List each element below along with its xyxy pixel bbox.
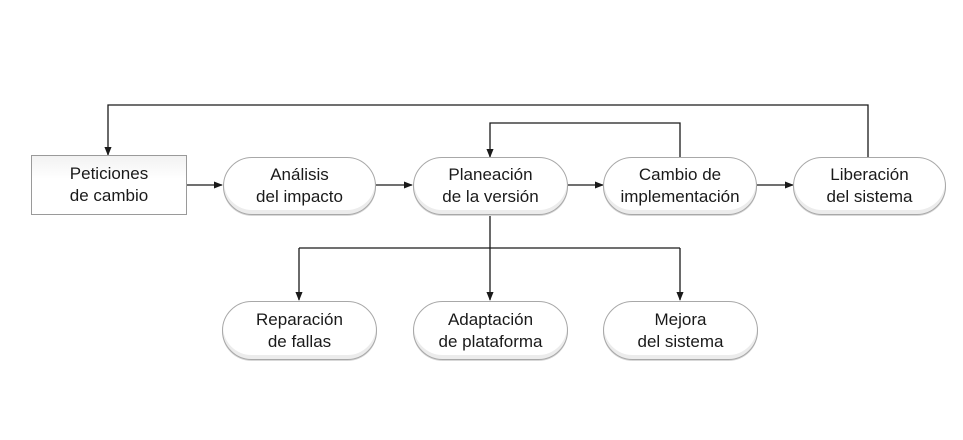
node-fault-repair-line1: Reparación <box>256 309 343 329</box>
node-change-implementation-line1: Cambio de <box>638 165 722 184</box>
node-fault-repair: Reparación de fallas <box>222 301 377 360</box>
node-impact-analysis-line1: Análisis <box>270 165 329 184</box>
node-system-enhancement-line2: del sistema <box>637 331 724 351</box>
node-change-implementation: Cambio de implementación <box>603 157 757 215</box>
node-change-requests: Peticiones de cambio <box>31 155 187 215</box>
node-system-enhancement-line1: Mejora <box>654 309 707 329</box>
node-impact-analysis: Análisis del impacto <box>223 157 376 215</box>
node-release-planning: Planeación de la versión <box>413 157 568 215</box>
arrow-release-to-requests <box>104 104 869 158</box>
node-system-enhancement: Mejora del sistema <box>603 301 758 360</box>
node-release-planning-line1: Planeación <box>448 165 533 184</box>
node-system-release-line1: Liberación <box>830 165 909 184</box>
arrow-implementation-to-planning <box>486 122 681 158</box>
node-platform-adaptation-line1: Adaptación <box>447 309 534 329</box>
node-platform-adaptation: Adaptación de plataforma <box>413 301 568 360</box>
node-system-release-line2: del sistema <box>826 187 913 206</box>
node-fault-repair-line2: de fallas <box>267 331 332 351</box>
node-change-requests-line2: de cambio <box>69 186 149 205</box>
node-platform-adaptation-line2: de plataforma <box>438 331 543 351</box>
node-system-release: Liberación del sistema <box>793 157 946 215</box>
node-impact-analysis-line2: del impacto <box>256 187 343 206</box>
node-change-requests-line1: Peticiones <box>69 164 149 183</box>
node-release-planning-line2: de la versión <box>442 187 539 206</box>
node-change-implementation-line2: implementación <box>620 187 740 206</box>
